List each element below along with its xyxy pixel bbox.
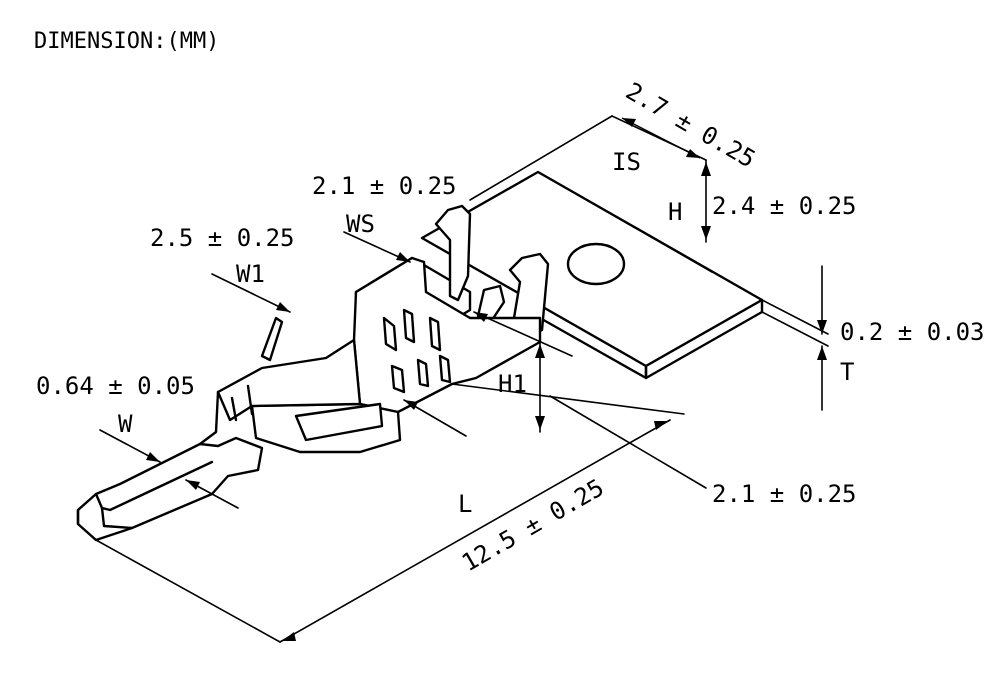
dim-is-label: IS (612, 148, 641, 176)
dim-is-value: 2.7 ± 0.25 (621, 77, 760, 173)
dim-ws-label: WS (346, 210, 375, 238)
dim-ws-value: 2.1 ± 0.25 (312, 172, 457, 200)
dim-t-value: 0.2 ± 0.03 (840, 318, 985, 346)
dim-w1-value: 2.5 ± 0.25 (150, 224, 295, 252)
dim-w-value: 0.64 ± 0.05 (36, 372, 195, 400)
dim-l-label: L (458, 490, 472, 518)
mounting-hole (566, 242, 626, 286)
dim-h-value: 2.4 ± 0.25 (712, 192, 857, 220)
dim-w-label: W (118, 410, 133, 438)
terminal-outline (76, 170, 764, 542)
dim-h-label: H (668, 198, 682, 226)
dimension-lines (95, 115, 829, 643)
dim-w1-label: W1 (236, 260, 265, 288)
dim-h1-value: 2.1 ± 0.25 (712, 480, 857, 508)
dim-h1-label: H1 (498, 370, 527, 398)
dim-l-value: 12.5 ± 0.25 (457, 473, 609, 577)
dim-t-label: T (840, 358, 854, 386)
dimension-header: DIMENSION:(MM) (34, 29, 219, 54)
